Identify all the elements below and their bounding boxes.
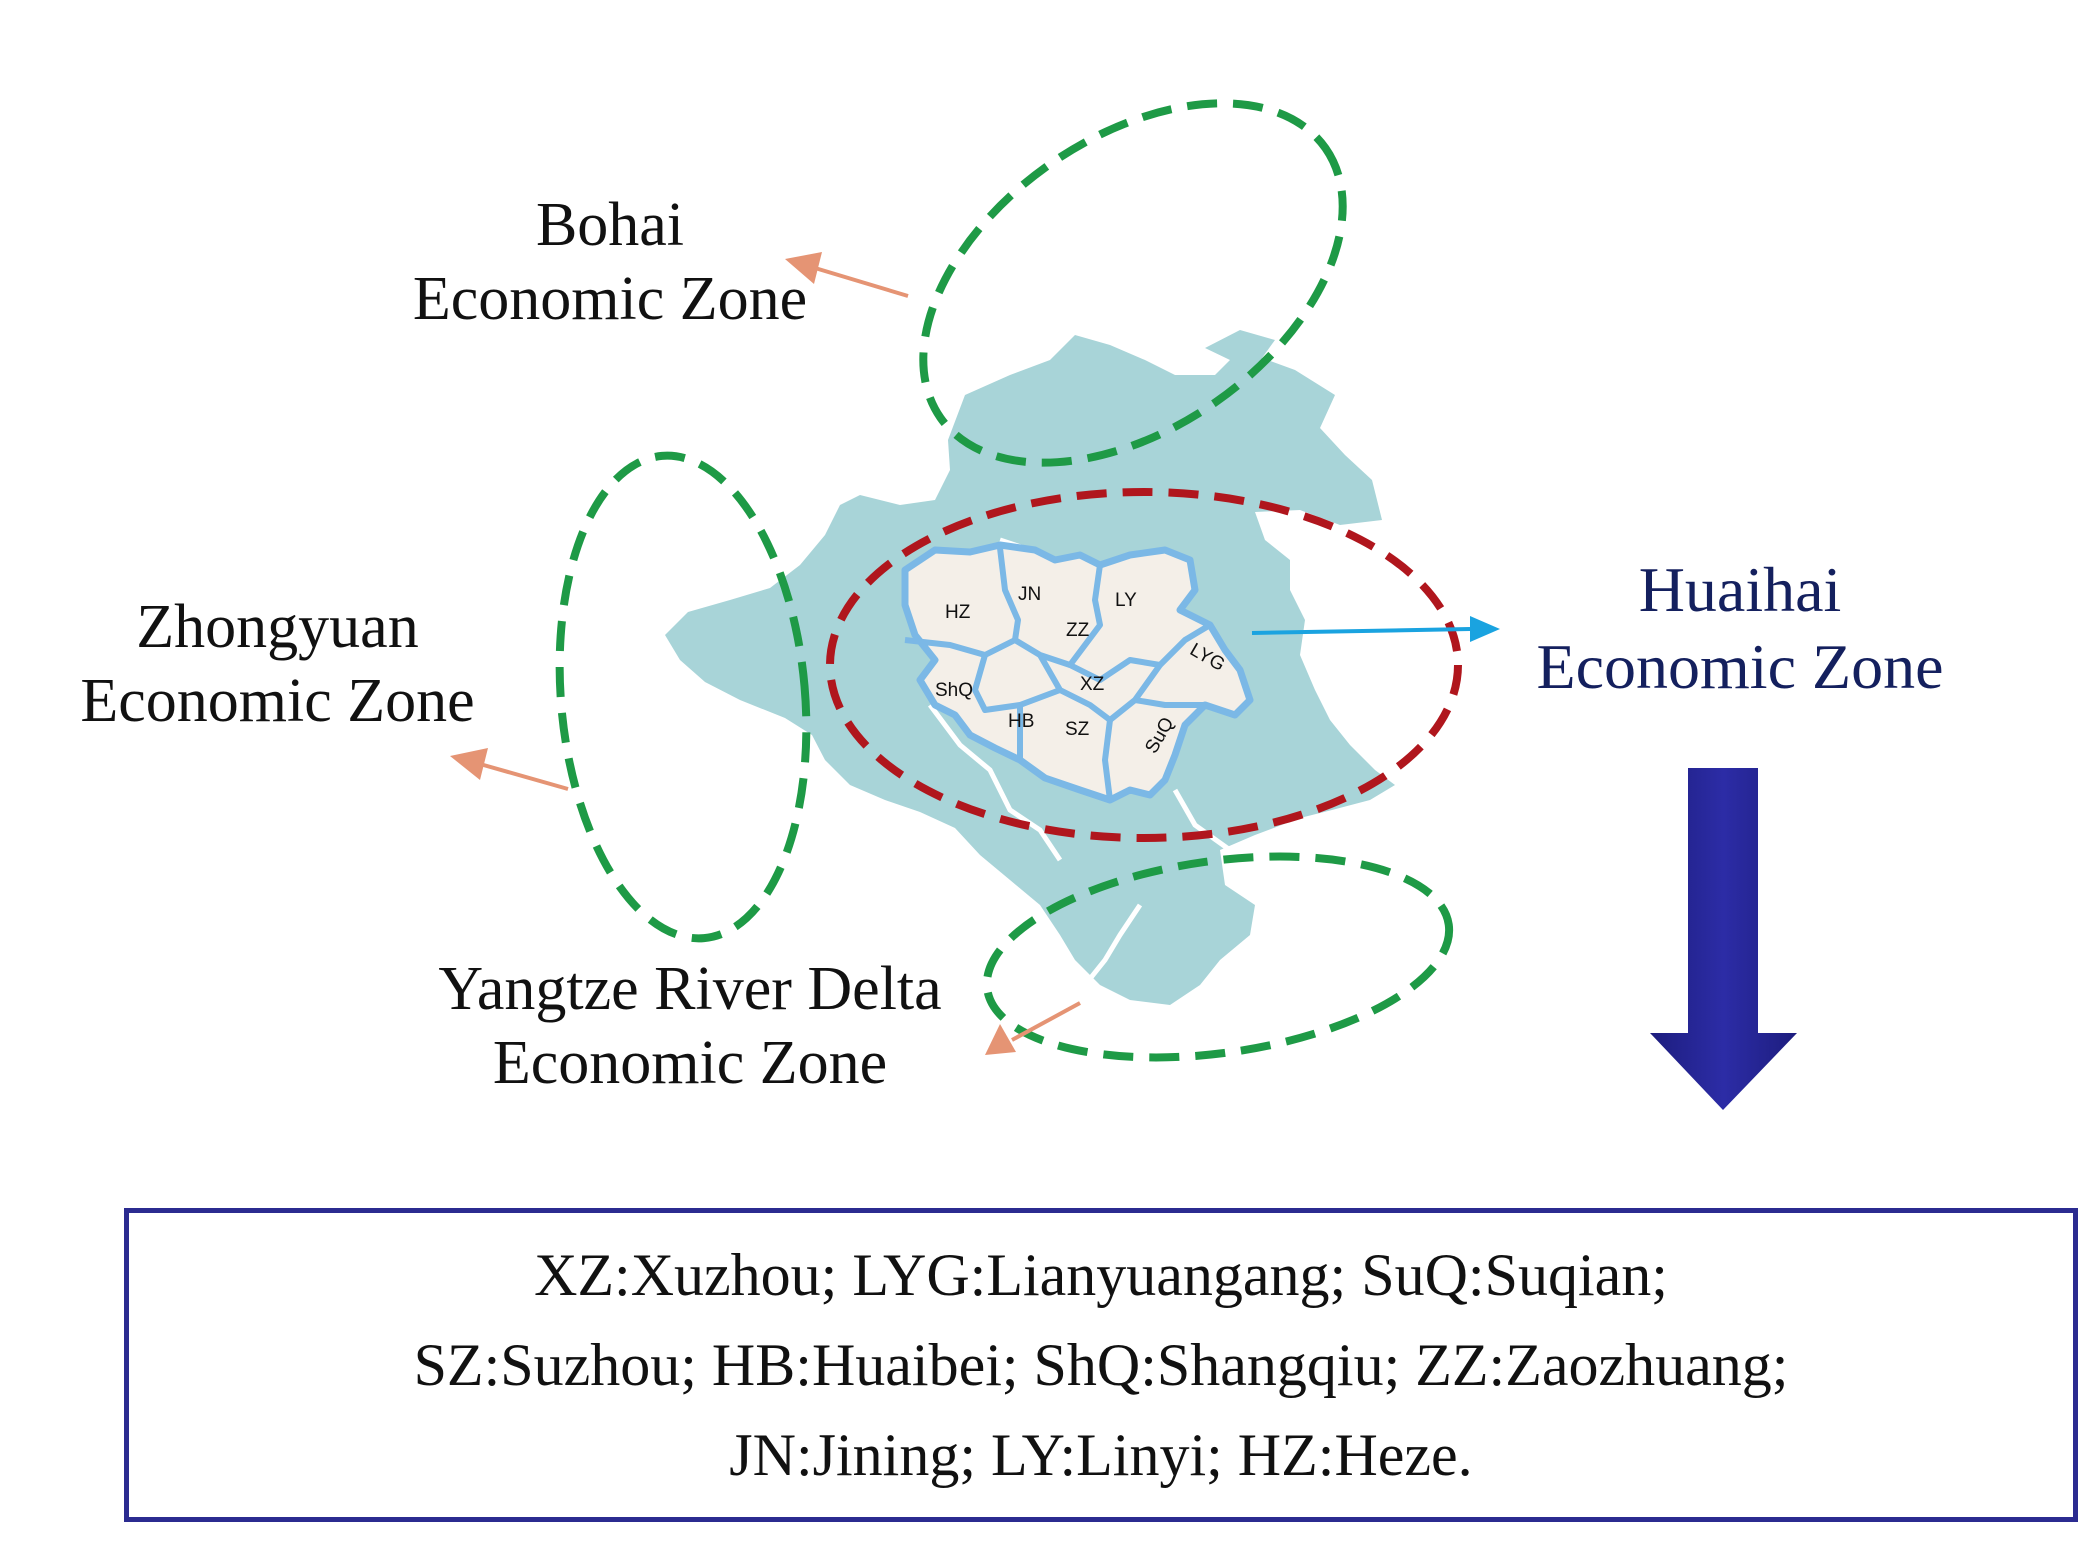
huaihai-zone-label: Huaihai Economic Zone — [1470, 552, 2010, 706]
yangtze-zone-label: Yangtze River Delta Economic Zone — [340, 952, 1040, 1101]
legend-line-2: SZ:Suzhou; HB:Huaibei; ShQ:Shangqiu; ZZ:… — [413, 1332, 1789, 1398]
river-line-1 — [928, 703, 1063, 862]
city-code-xz: XZ — [1080, 674, 1105, 695]
legend-line-3: JN:Jining; LY:Linyi; HZ:Heze. — [729, 1422, 1473, 1488]
yangtze-label-line-2: Economic Zone — [492, 1029, 888, 1098]
yangtze-label-line-1: Yangtze River Delta — [438, 955, 942, 1023]
bohai-label-line-1: Bohai — [535, 191, 685, 259]
huaihai-pointer-arrow — [1251, 616, 1500, 642]
bohai-label-line-2: Economic Zone — [412, 265, 808, 334]
city-code-sz: SZ — [1065, 719, 1090, 740]
legend-line-1: XZ:Xuzhou; LYG:Lianyuangang; SuQ:Suqian; — [534, 1242, 1668, 1308]
river-line-3 — [1083, 903, 1143, 987]
city-boundaries — [904, 547, 1212, 801]
huaihai-zone-outline — [826, 488, 1462, 842]
bohai-zone-outline — [919, 99, 1347, 467]
down-arrow-icon — [1650, 768, 1797, 1110]
zhongyuan-zone-outline — [555, 451, 811, 943]
bohai-zone-label: Bohai Economic Zone — [330, 188, 890, 337]
bohai-pointer-arrow — [785, 252, 909, 298]
city-code-zz: ZZ — [1066, 620, 1090, 641]
zhongyuan-pointer-arrow — [450, 748, 569, 791]
yangtze-pointer-arrow — [985, 1001, 1081, 1055]
huaihai-label-line-1: Huaihai — [1638, 554, 1842, 625]
city-code-shq: ShQ — [935, 680, 973, 701]
zhongyuan-zone-label: Zhongyuan Economic Zone — [0, 590, 555, 739]
city-code-jn: JN — [1018, 584, 1041, 605]
yangtze-zone-outline — [982, 852, 1454, 1062]
city-code-hz: HZ — [945, 602, 971, 623]
zhongyuan-label-line-1: Zhongyuan — [136, 593, 419, 661]
zhongyuan-label-line-2: Economic Zone — [80, 667, 475, 736]
city-abbreviation-legend: XZ:Xuzhou; LYG:Lianyuangang; SuQ:Suqian;… — [124, 1208, 2078, 1522]
city-code-hb: HB — [1008, 711, 1034, 732]
city-code-ly: LY — [1115, 590, 1137, 611]
river-line-2 — [1172, 788, 1268, 901]
huaihai-label-line-2: Economic Zone — [1536, 630, 1944, 702]
